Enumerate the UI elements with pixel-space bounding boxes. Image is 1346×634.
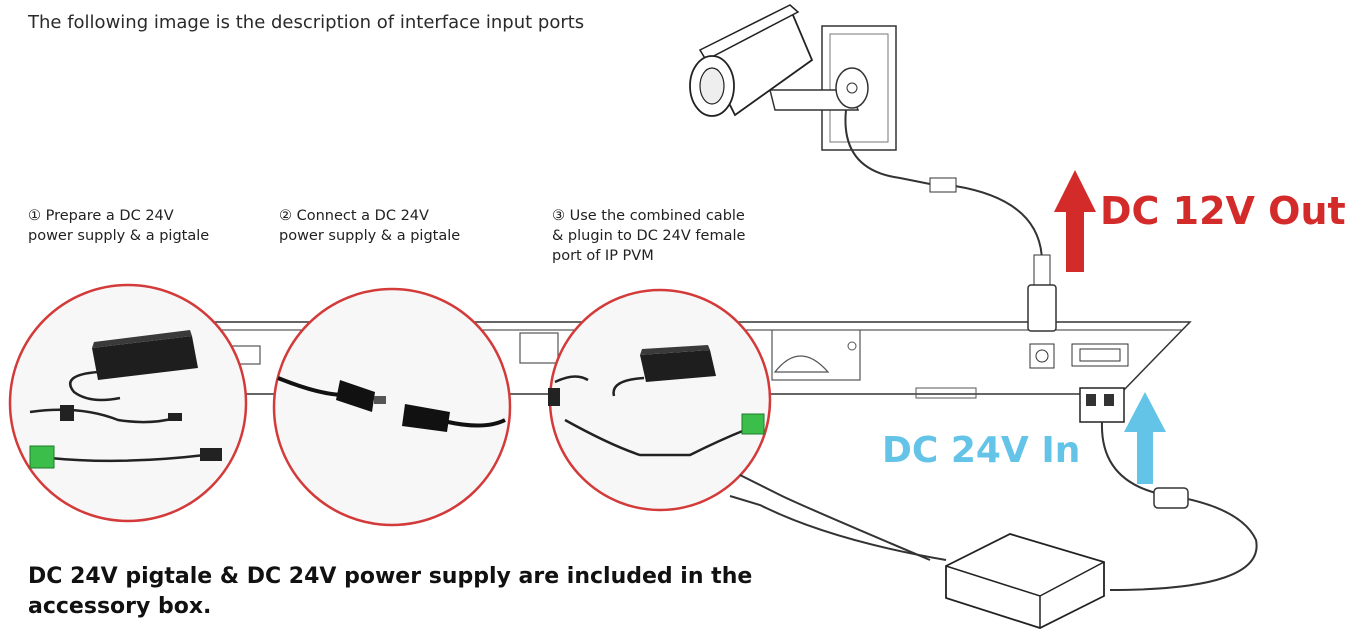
dc-12v-out-arrow: [1054, 170, 1096, 272]
step-2-line-1: ② Connect a DC 24V: [279, 208, 429, 224]
intro-text: The following image is the description o…: [28, 12, 585, 33]
step-3-line-2: & plugin to DC 24V female: [552, 228, 746, 244]
power-supply-brick: [729, 495, 1105, 629]
circle-step-2-photo: [272, 287, 512, 527]
dc-24v-in-arrow: [1124, 392, 1166, 484]
accessory-note: DC 24V pigtale & DC 24V power supply are…: [28, 562, 752, 622]
dc-12v-port: [1029, 343, 1055, 369]
step-3-instruction: ③ Use the combined cable & plugin to DC …: [552, 206, 745, 266]
accessory-note-line-2: accessory box.: [28, 594, 212, 619]
circle-step-1-photo: [8, 283, 248, 523]
ip-camera: [689, 4, 931, 185]
dc-24v-in-label: DC 24V In: [882, 430, 1081, 471]
step-2-instruction: ② Connect a DC 24V power supply & a pigt…: [279, 206, 460, 246]
step-1-line-1: ① Prepare a DC 24V: [28, 208, 174, 224]
dc-12v-out-label: DC 12V Out: [1100, 189, 1346, 233]
step-3-line-3: port of IP PVM: [552, 248, 654, 264]
dc-12v-cable: [929, 177, 1057, 332]
circle-step-3-photo: [548, 288, 931, 561]
accessory-note-line-1: DC 24V pigtale & DC 24V power supply are…: [28, 564, 753, 589]
step-1-line-2: power supply & a pigtale: [28, 228, 210, 244]
step-2-line-2: power supply & a pigtale: [279, 228, 461, 244]
step-3-line-1: ③ Use the combined cable: [552, 208, 745, 224]
terminal-block-cable: [1079, 387, 1258, 591]
step-1-instruction: ① Prepare a DC 24V power supply & a pigt…: [28, 206, 209, 246]
